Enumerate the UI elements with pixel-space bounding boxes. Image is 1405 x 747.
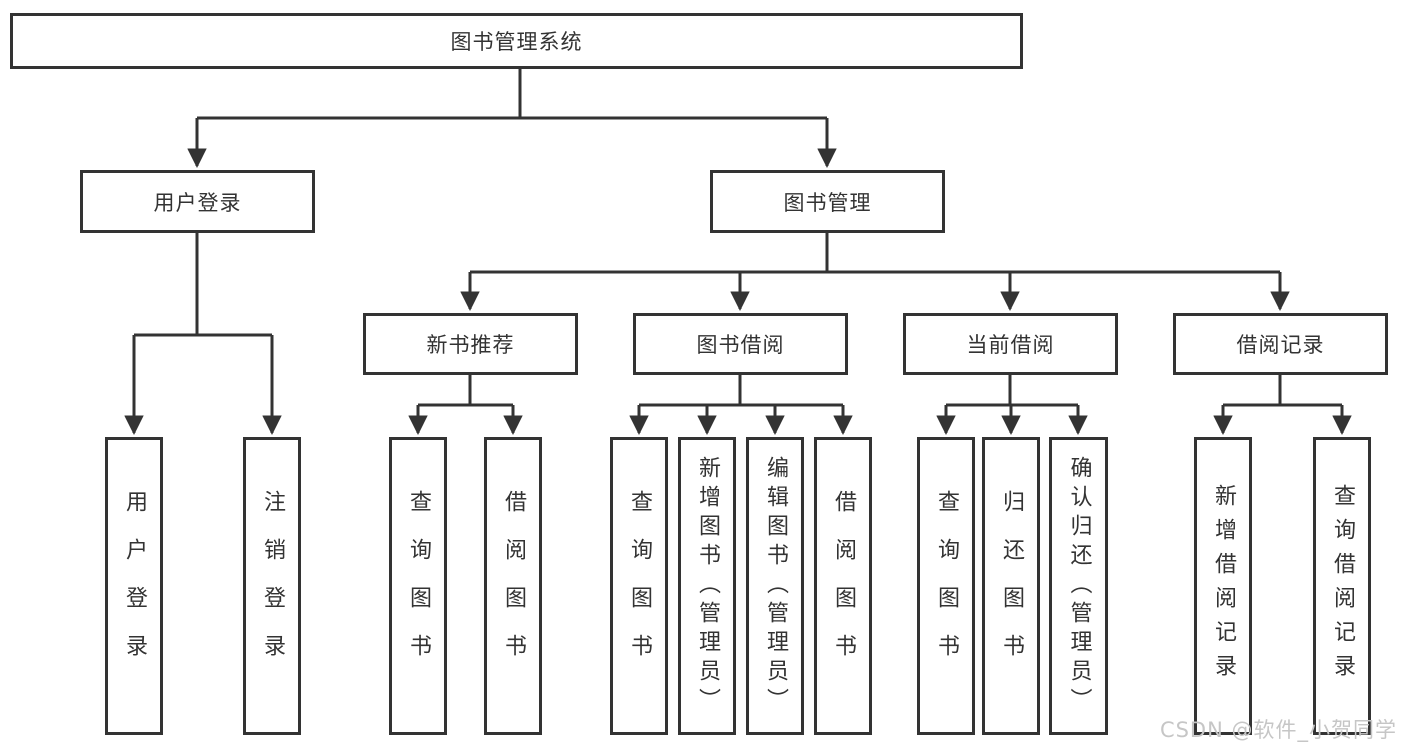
leaf-current-query-book: 查询图书 bbox=[917, 437, 975, 735]
node-root-system: 图书管理系统 bbox=[10, 13, 1023, 69]
node-label: 注销登录 bbox=[260, 490, 285, 682]
leaf-add-book-admin: 新增图书（管理员） bbox=[678, 437, 736, 735]
csdn-watermark: CSDN @软件_小贺同学 bbox=[1159, 718, 1397, 742]
node-label: 新增借阅记录 bbox=[1211, 484, 1236, 688]
node-user-login: 用户登录 bbox=[80, 170, 315, 233]
connector-current-borrow-branch bbox=[936, 375, 1088, 435]
node-label: 当前借阅 bbox=[966, 333, 1055, 357]
node-book-borrow: 图书借阅 bbox=[633, 313, 848, 375]
leaf-borrow-query-book: 查询图书 bbox=[610, 437, 668, 735]
leaf-confirm-return-admin: 确认归还（管理员） bbox=[1049, 437, 1108, 735]
node-borrow-record: 借阅记录 bbox=[1173, 313, 1388, 375]
leaf-borrow-book: 借阅图书 bbox=[814, 437, 872, 735]
leaf-logout: 注销登录 bbox=[243, 437, 301, 735]
node-label: 查询图书 bbox=[934, 490, 959, 682]
leaf-add-borrow-record: 新增借阅记录 bbox=[1194, 437, 1252, 735]
node-label: 借阅记录 bbox=[1236, 333, 1325, 357]
connector-user-login-branch bbox=[124, 233, 282, 435]
connector-borrow-record-branch bbox=[1213, 375, 1352, 435]
leaf-return-book: 归还图书 bbox=[982, 437, 1040, 735]
connector-root-to-level2 bbox=[187, 69, 837, 168]
node-label: 查询图书 bbox=[627, 490, 652, 682]
node-label: 新书推荐 bbox=[426, 333, 515, 357]
connector-new-book-branch bbox=[408, 375, 523, 435]
node-new-book-recommend: 新书推荐 bbox=[363, 313, 578, 375]
node-label: 归还图书 bbox=[999, 490, 1024, 682]
node-label: 借阅图书 bbox=[831, 490, 856, 682]
node-label: 图书管理系统 bbox=[450, 30, 583, 54]
node-label: 图书借阅 bbox=[696, 333, 785, 357]
node-label: 用户登录 bbox=[122, 490, 147, 682]
leaf-query-borrow-record: 查询借阅记录 bbox=[1313, 437, 1371, 735]
node-label: 图书管理 bbox=[783, 190, 872, 215]
leaf-recommend-query-book: 查询图书 bbox=[389, 437, 447, 735]
node-current-borrow: 当前借阅 bbox=[903, 313, 1118, 375]
leaf-user-login: 用户登录 bbox=[105, 437, 163, 735]
connector-book-borrow-branch bbox=[629, 375, 853, 435]
leaf-recommend-borrow-book: 借阅图书 bbox=[484, 437, 542, 735]
node-label: 编辑图书（管理员） bbox=[763, 455, 788, 717]
node-label: 借阅图书 bbox=[501, 490, 526, 682]
node-label: 查询图书 bbox=[406, 490, 431, 682]
node-label: 确认归还（管理员） bbox=[1066, 455, 1092, 717]
node-label: 新增图书（管理员） bbox=[695, 455, 720, 717]
leaf-edit-book-admin: 编辑图书（管理员） bbox=[746, 437, 804, 735]
node-label: 查询借阅记录 bbox=[1330, 484, 1355, 688]
connector-book-mgmt-branch bbox=[460, 233, 1290, 311]
node-label: 用户登录 bbox=[153, 190, 242, 215]
node-book-management: 图书管理 bbox=[710, 170, 945, 233]
